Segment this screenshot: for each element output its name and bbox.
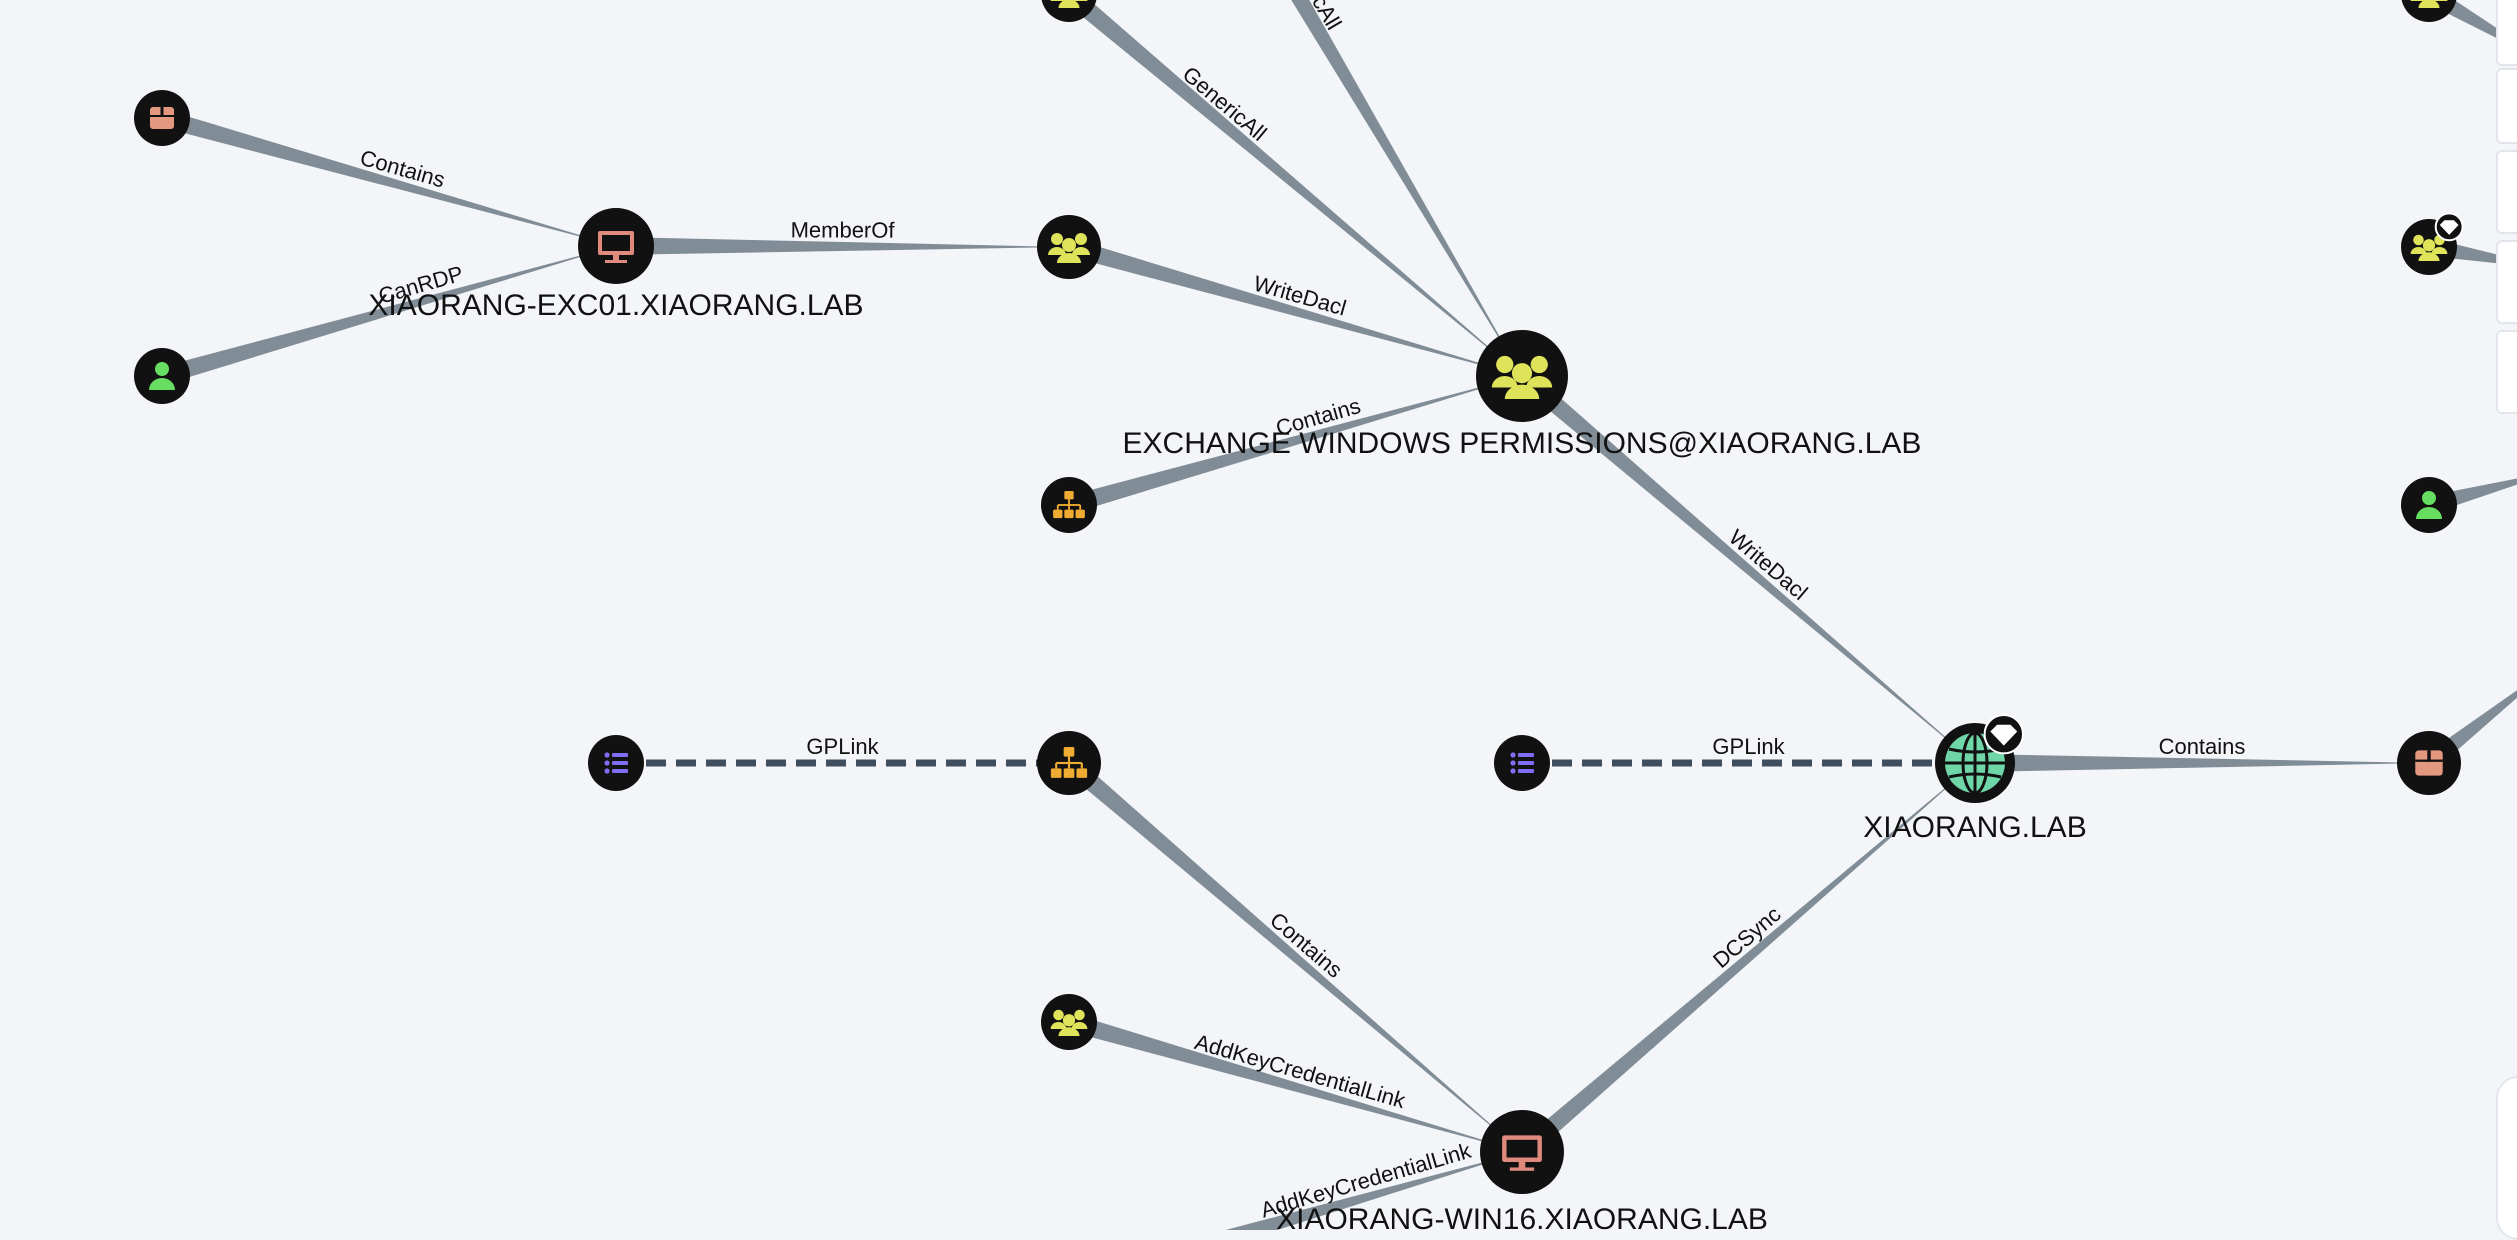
side-panel-button[interactable] (2496, 150, 2517, 234)
group-icon (2410, 234, 2448, 261)
node-group[interactable] (1037, 215, 1101, 279)
edge-line[interactable] (1066, 238, 1522, 376)
container-icon (2415, 750, 2443, 776)
side-panel-button[interactable] (2496, 240, 2517, 324)
node-ou[interactable] (1037, 731, 1101, 795)
computer-icon (598, 231, 634, 263)
edge-contains[interactable]: Contains (159, 109, 616, 246)
node-container[interactable] (2397, 731, 2461, 795)
edge-line[interactable] (1063, 0, 1522, 376)
node-group[interactable] (1041, 994, 1097, 1050)
edge-gplink[interactable]: GPLink (616, 734, 1069, 767)
group-icon (1050, 1009, 1088, 1036)
node-label: XIAORANG-EXC01.XIAORANG.LAB (368, 289, 863, 322)
container-icon (150, 107, 174, 129)
node-circle[interactable] (2401, 0, 2457, 22)
node-user[interactable] (2401, 477, 2457, 533)
ou-icon (1053, 491, 1085, 519)
user-icon (2416, 491, 2442, 519)
edge-line[interactable] (1182, 1152, 1522, 1230)
edge-genericall[interactable]: GenericAll (1063, 0, 1522, 376)
node-container[interactable] (134, 90, 190, 146)
edge-line[interactable] (615, 237, 1069, 255)
edge-label: MemberOf (791, 217, 896, 242)
edge-label: GPLink (1712, 734, 1785, 759)
high-value-gem-icon (2434, 212, 2464, 242)
node-group[interactable] (2401, 0, 2457, 22)
side-panel-button[interactable] (2496, 330, 2517, 414)
edge-line[interactable] (1516, 369, 1975, 763)
group-icon (2410, 0, 2448, 8)
node-gpo[interactable] (588, 735, 644, 791)
edge-label: GPLink (806, 734, 879, 759)
edge-line[interactable] (1063, 756, 1522, 1152)
edge-line[interactable] (1516, 763, 1975, 1159)
edge-gplink[interactable]: GPLink (1522, 734, 1975, 767)
edge-line[interactable] (1257, 0, 1522, 376)
node-group[interactable] (1041, 0, 1097, 22)
edge-memberof[interactable]: MemberOf (615, 217, 1069, 255)
gpo-icon (604, 752, 628, 774)
group-icon (1491, 355, 1553, 399)
edge-contains[interactable]: Contains (1975, 734, 2429, 772)
node-label: EXCHANGE WINDOWS PERMISSIONS@XIAORANG.LA… (1123, 427, 1922, 460)
group-icon (1050, 0, 1088, 8)
node-computer[interactable]: XIAORANG-WIN16.XIAORANG.LAB (1276, 1110, 1768, 1230)
edge-contains[interactable]: Contains (1063, 756, 1522, 1152)
computer-icon (1502, 1135, 1542, 1171)
node-group[interactable]: EXCHANGE WINDOWS PERMISSIONS@XIAORANG.LA… (1123, 330, 1922, 460)
edge-addkeycredentiallink[interactable]: AddKeyCredentialLink (1066, 1013, 1522, 1152)
node-domain[interactable]: XIAORANG.LAB (1863, 714, 2087, 844)
node-computer[interactable]: XIAORANG-EXC01.XIAORANG.LAB (368, 208, 864, 322)
node-label: XIAORANG.LAB (1863, 811, 2086, 844)
ou-icon (1050, 747, 1088, 778)
node-group[interactable] (2401, 212, 2464, 275)
edge-line[interactable] (1975, 754, 2429, 772)
edge-label: Contains (2159, 734, 2246, 759)
edge-layer: ContainsCanRDPMemberOfWriteDaclContainsG… (159, 0, 2517, 1230)
node-label: XIAORANG-WIN16.XIAORANG.LAB (1276, 1203, 1768, 1230)
node-user[interactable] (134, 348, 190, 404)
node-layer: XIAORANG-EXC01.XIAORANG.LAB EXCHANGE WIND… (134, 0, 2464, 1230)
node-circle[interactable] (1041, 0, 1097, 22)
side-panel-button[interactable] (2496, 0, 2517, 66)
edge-line[interactable] (159, 246, 617, 385)
user-icon (149, 362, 175, 390)
edge-line[interactable] (1066, 1013, 1522, 1152)
side-panel-button[interactable] (2496, 68, 2517, 144)
group-icon (1048, 233, 1090, 263)
node-gpo[interactable] (1494, 735, 1550, 791)
edge-line[interactable] (1066, 376, 1522, 514)
high-value-gem-icon (1983, 714, 2025, 755)
edge-line[interactable] (159, 109, 616, 246)
gpo-icon (1510, 752, 1534, 774)
node-ou[interactable] (1041, 477, 1097, 533)
side-panel-button[interactable] (2496, 1076, 2517, 1240)
